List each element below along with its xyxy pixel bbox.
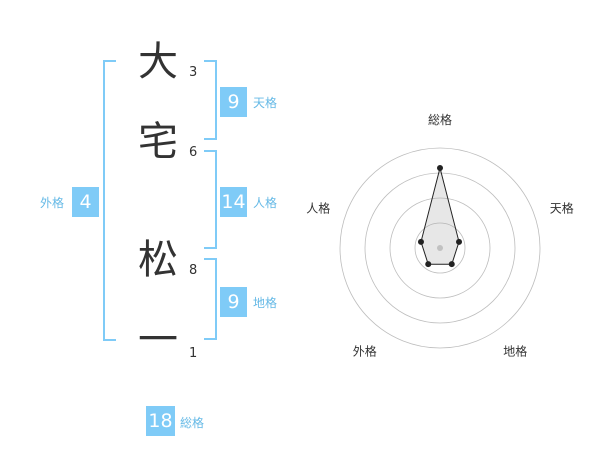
tenkaku-value: 9 [220, 87, 247, 117]
radar-series-area [420, 167, 460, 265]
radar-point-5 [417, 238, 424, 245]
name-char-3: 松 [138, 237, 178, 283]
chikaku-bracket [204, 258, 217, 340]
radar-axis-label-2: 天格 [550, 200, 574, 215]
name-char-1: 大 [138, 39, 178, 85]
jinkaku-value: 14 [220, 187, 247, 217]
radar-point-3 [448, 261, 455, 268]
chikaku-value: 9 [220, 287, 247, 317]
radar-axis-label-4: 外格 [353, 344, 377, 359]
gaikaku-value: 4 [72, 187, 99, 217]
radar-ring-2 [389, 197, 491, 299]
radar-axis-label-1: 総格 [428, 112, 452, 127]
radar-point-4 [425, 261, 432, 268]
stroke-count-4: 1 [189, 346, 198, 361]
stroke-count-3: 8 [189, 263, 198, 278]
jinkaku-bracket [204, 150, 217, 249]
gaikaku-label: 外格 [40, 196, 65, 210]
radar-center [437, 245, 443, 251]
chikaku-label: 地格 [253, 296, 278, 310]
radar-ring-4 [339, 147, 541, 349]
name-char-4: 一 [138, 317, 178, 363]
radar-axis-label-3: 地格 [503, 344, 527, 359]
stroke-count-2: 6 [189, 145, 198, 160]
radar-point-1 [437, 165, 443, 171]
name-char-2: 宅 [138, 119, 178, 165]
radar-ring-1 [414, 222, 466, 274]
radar-ring-3 [364, 172, 516, 324]
tenkaku-bracket [204, 60, 217, 140]
stroke-count-1: 3 [189, 65, 198, 80]
soukaku-value: 18 [146, 406, 175, 436]
gaikaku-bracket [103, 60, 116, 341]
radar-axis-label-5: 人格 [306, 200, 330, 215]
soukaku-label: 総格 [180, 416, 205, 430]
tenkaku-label: 天格 [253, 96, 278, 110]
radar-point-2 [456, 238, 463, 245]
jinkaku-label: 人格 [253, 196, 278, 210]
